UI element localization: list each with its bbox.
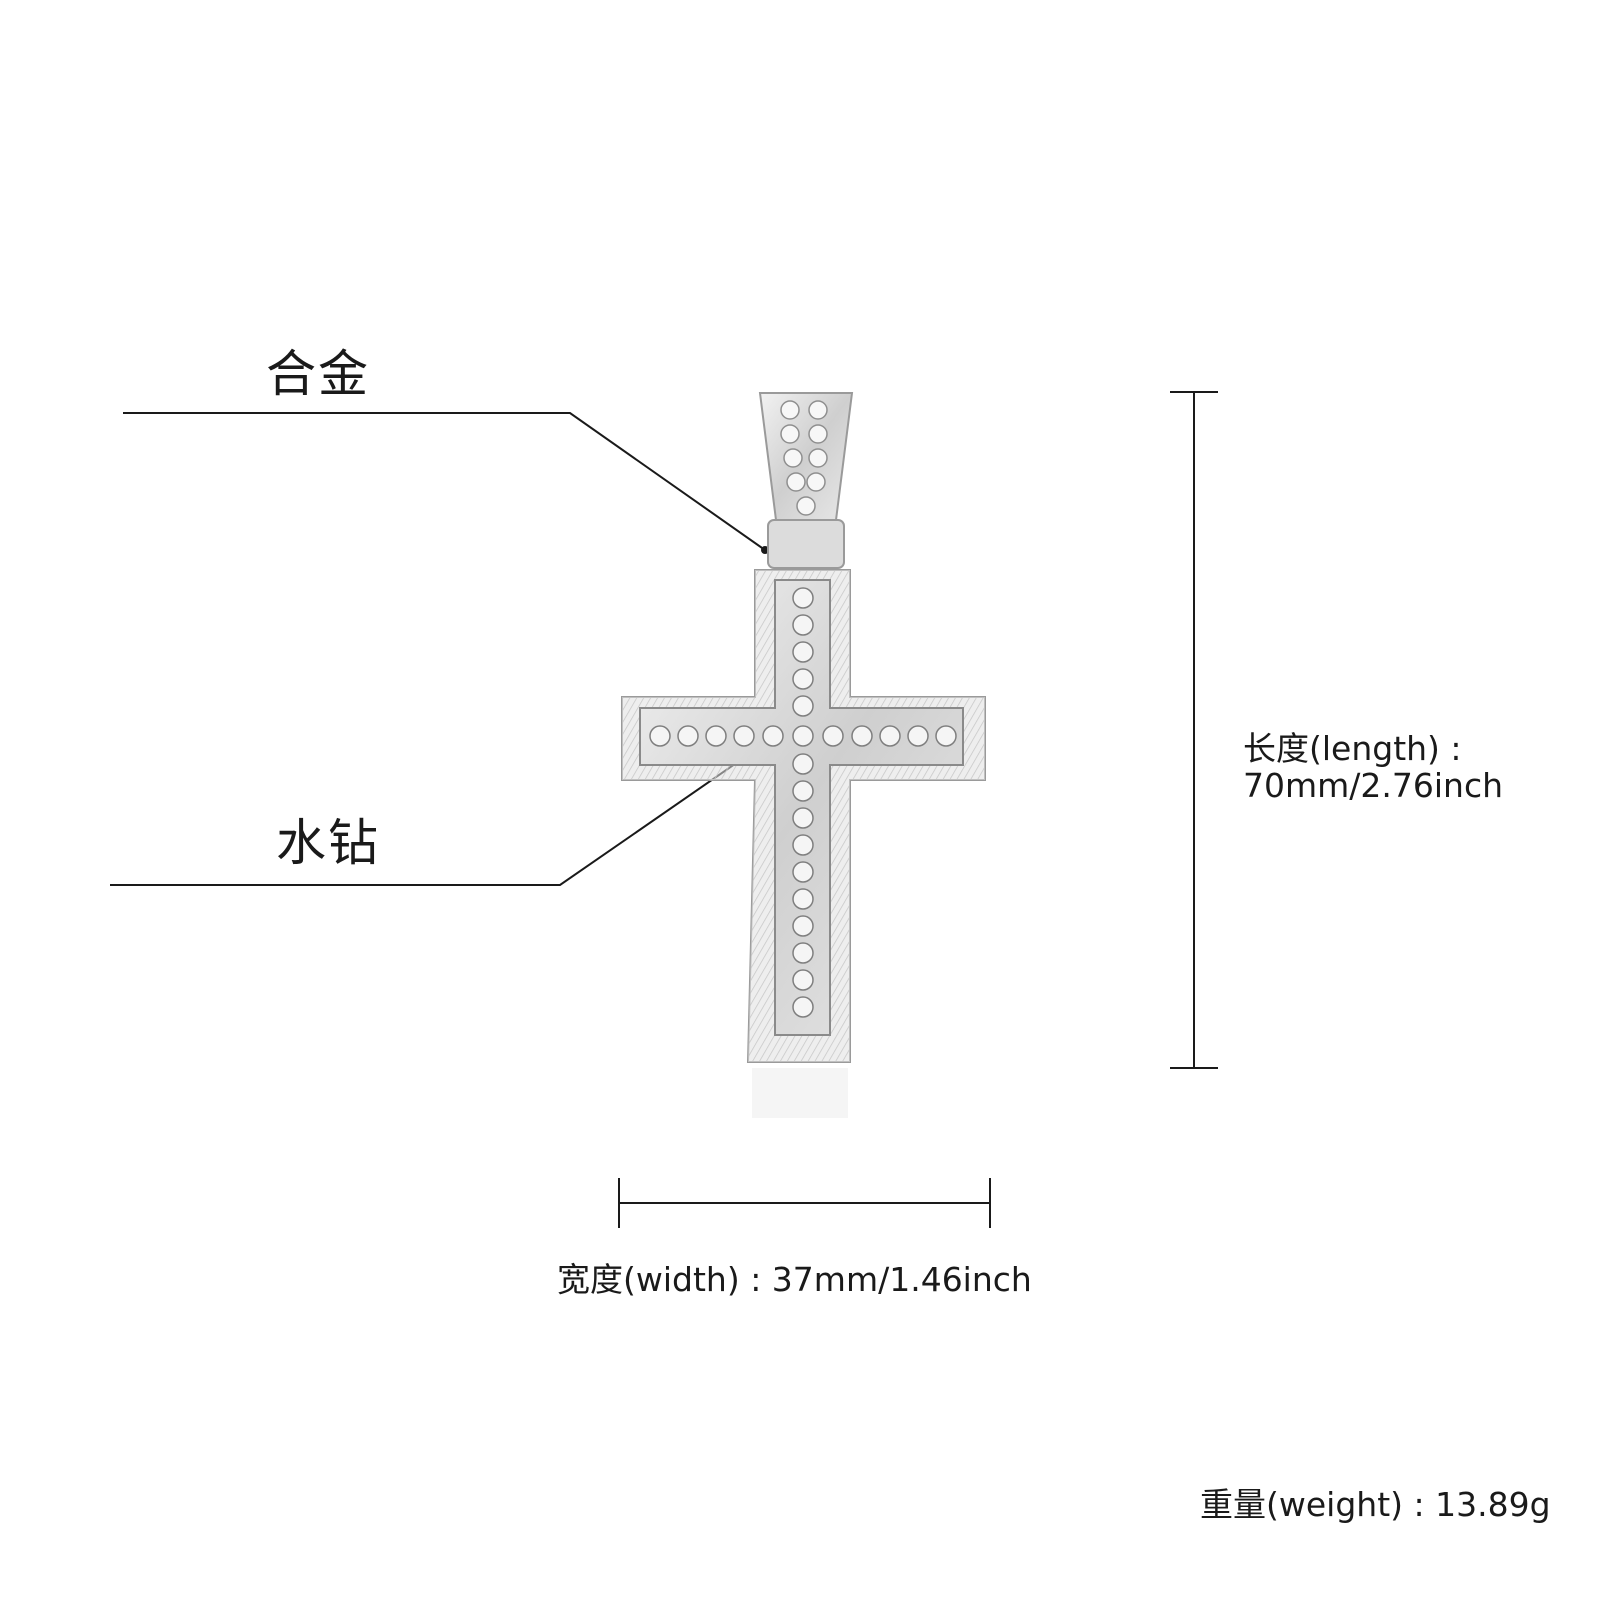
length-spec-line2: 70mm/2.76inch: [1243, 766, 1504, 805]
weight-spec: 重量(weight) : 13.89g: [1200, 1485, 1551, 1524]
rhinestone-label: 水钻: [276, 814, 380, 872]
length-dimension-line: [1170, 391, 1218, 1069]
pendant-bail: [758, 392, 854, 569]
alloy-leader-line: [123, 412, 766, 551]
rhinestones: [649, 587, 957, 1018]
pendant-reflection: [752, 1068, 848, 1118]
length-spec-line1: 长度(length) :: [1243, 729, 1462, 768]
rhinestone-leader-line: [110, 747, 759, 886]
width-spec: 宽度(width) : 37mm/1.46inch: [557, 1260, 1032, 1299]
width-dimension-line: [618, 1178, 991, 1228]
alloy-label: 合金: [266, 345, 370, 403]
